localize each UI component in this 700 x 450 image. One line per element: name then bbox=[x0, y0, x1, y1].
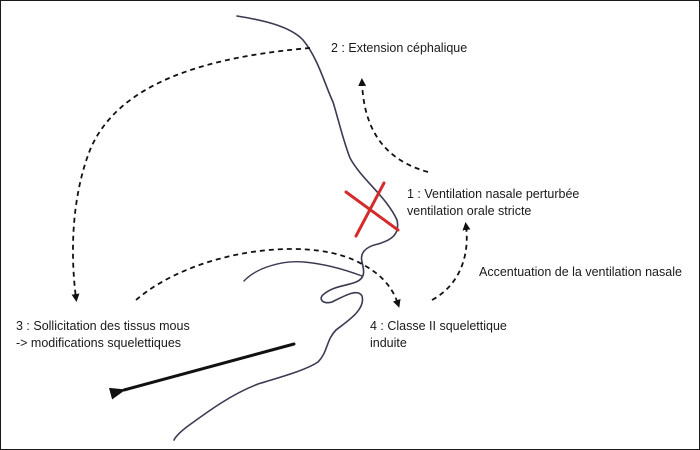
label-step-4-line1: 4 : Classe II squelettique bbox=[370, 319, 507, 333]
label-step-2-line1: 2 : Extension céphalique bbox=[331, 41, 468, 55]
mandible-displacement-arrow bbox=[108, 342, 296, 400]
label-step-1: 1 : Ventilation nasale perturbée ventila… bbox=[407, 186, 579, 220]
face-profile-line bbox=[173, 15, 399, 441]
label-step-3-line2: -> modifications squelettiques bbox=[16, 336, 182, 350]
jaw-curve-line bbox=[243, 260, 363, 282]
arrow-3-to-4 bbox=[135, 248, 401, 308]
arrow-2-to-3 bbox=[71, 47, 311, 302]
label-step-1-line1: 1 : Ventilation nasale perturbée bbox=[407, 187, 580, 201]
label-step-1-line2: ventilation orale stricte bbox=[407, 204, 532, 218]
arrow-1-to-2 bbox=[358, 78, 429, 173]
label-step-3-line1: 3 : Sollicitation des tissus mous bbox=[16, 319, 190, 333]
label-step-4-line2: induite bbox=[370, 336, 407, 350]
label-step-4: 4 : Classe II squelettique induite bbox=[370, 318, 507, 352]
label-accentuation: Accentuation de la ventilation nasale bbox=[479, 264, 682, 281]
label-accentuation-text: Accentuation de la ventilation nasale bbox=[479, 265, 682, 279]
label-step-3: 3 : Sollicitation des tissus mous -> mod… bbox=[16, 318, 190, 352]
nasal-block-cross bbox=[344, 181, 400, 238]
label-step-2: 2 : Extension céphalique bbox=[331, 40, 467, 57]
arrow-4-to-1 bbox=[431, 222, 471, 301]
